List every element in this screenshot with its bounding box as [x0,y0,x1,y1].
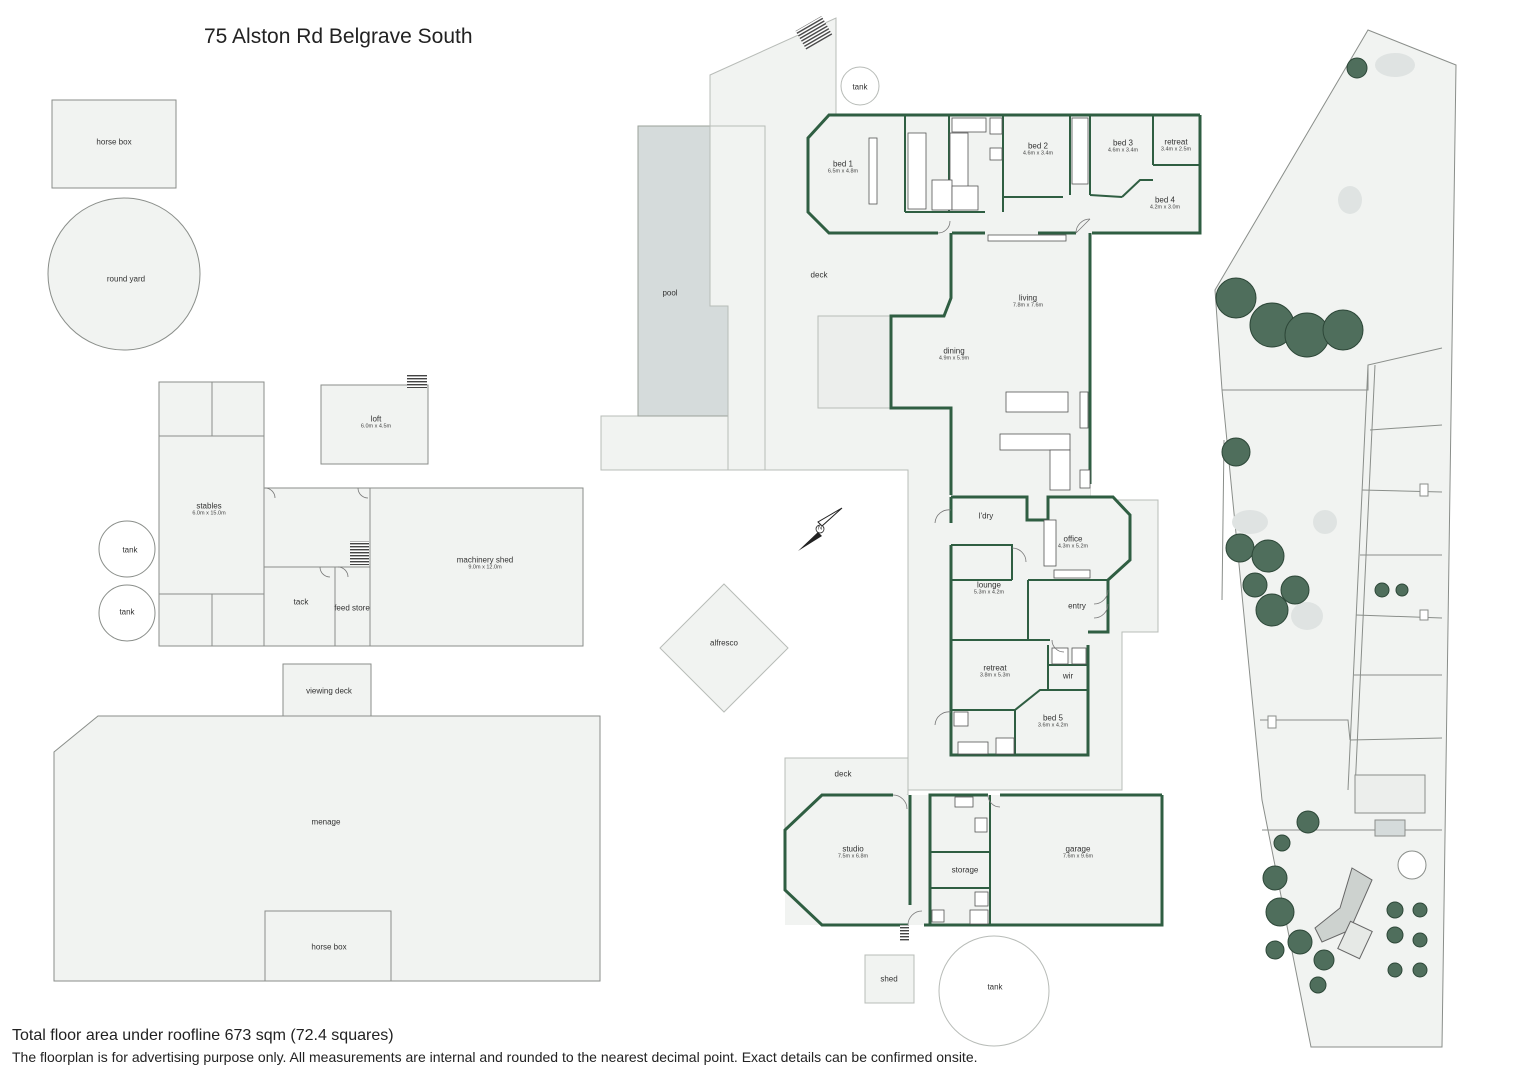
label-menage: menage [311,817,341,827]
site-plan [1214,29,1457,1048]
fixtures [868,117,1091,925]
tank-bottom [938,935,1050,1047]
label-tank-a: tank [122,545,138,555]
room-tack: tack [293,597,309,607]
label-tank-b: tank [119,607,135,617]
room-laundry: l'dry [978,511,994,521]
room-entry: entry [1068,601,1086,611]
round-yard [47,197,201,351]
alfresco [659,583,789,713]
label-deck: deck [810,270,828,280]
total-floor-area: Total floor area under roofline 673 sqm … [12,1027,394,1044]
compass-icon [798,507,843,551]
viewing-deck [282,663,372,717]
loft [320,384,429,465]
label-horse-box-top: horse box [96,137,132,147]
equestrian-area [47,99,601,982]
page-title: 75 Alston Rd Belgrave South [204,25,473,48]
label-tank-bottom: tank [987,982,1003,992]
horse-box-top [51,99,177,189]
house-floor [785,115,1200,925]
label-alfresco: alfresco [709,638,739,648]
label-round-yard: round yard [106,274,146,284]
label-deck-lower: deck [834,769,852,779]
horse-box-bottom [264,910,392,982]
label-shed: shed [880,974,898,984]
tank-a [98,520,156,578]
shed [864,954,915,1004]
room-feed-store: feed store [334,603,370,613]
house-walls [783,113,1202,927]
room-wir: wir [1062,671,1074,681]
disclaimer: The floorplan is for advertising purpose… [12,1049,978,1065]
label-pool: pool [662,288,678,298]
tank-b [98,584,156,642]
tank-top [840,66,880,106]
label-tank-top: tank [852,82,868,92]
label-horse-box-bottom: horse box [311,942,347,952]
room-storage: storage [951,865,979,875]
label-viewing-deck: viewing deck [306,686,352,696]
stables-block [158,381,584,647]
door-swings [264,218,1109,926]
trees [1215,57,1428,994]
compass-label: N [817,525,823,532]
